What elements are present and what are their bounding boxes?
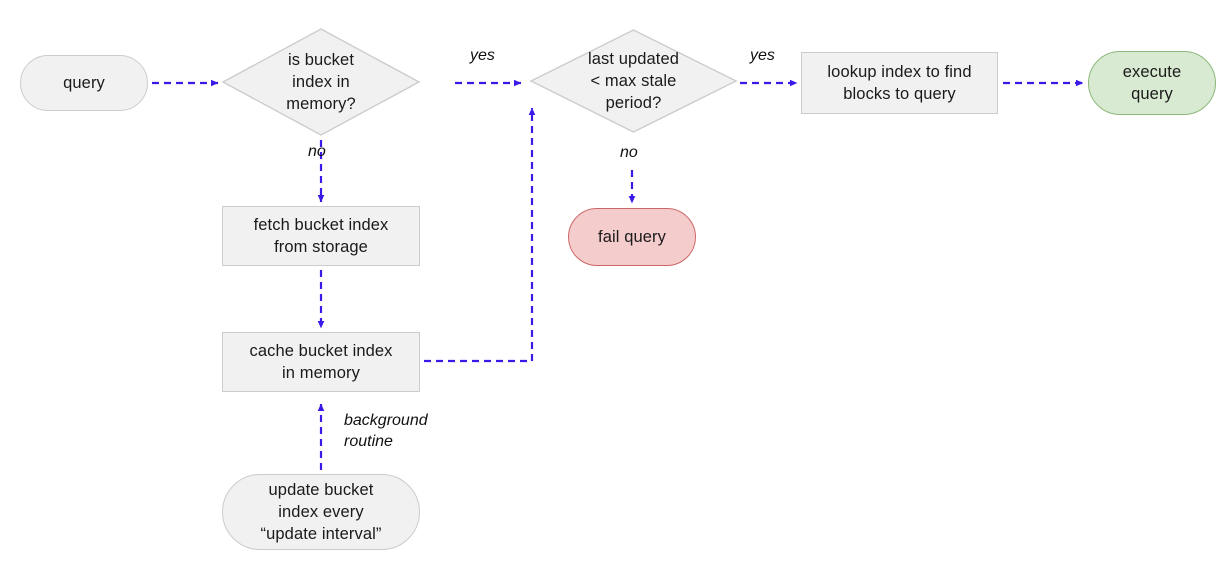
edge-cache-to-stale-check [424,107,536,363]
node-last-updated-max-stale-label: last updated < max stale period? [587,49,680,113]
node-fail-query[interactable]: fail query [568,208,696,266]
node-is-bucket-index-in-memory[interactable]: is bucket index in memory? [221,28,421,136]
node-execute-query[interactable]: execute query [1088,51,1216,115]
node-lookup-index-label: lookup index to find blocks to query [827,62,972,103]
node-execute-query-label: execute query [1122,62,1182,103]
edge-label-no-memory: no [308,143,326,160]
node-last-updated-max-stale[interactable]: last updated < max stale period? [529,29,738,133]
node-lookup-index[interactable]: lookup index to find blocks to query [801,52,998,114]
node-update-bucket-index[interactable]: update bucket index every “update interv… [222,474,420,550]
edge-label-no-stale: no [620,144,638,161]
node-is-bucket-index-in-memory-label: is bucket index in memory? [286,50,356,114]
diamond-shape [221,28,421,136]
edge-label-yes-stale: yes [750,47,775,64]
node-query[interactable]: query [20,55,148,111]
node-query-label: query [63,73,105,92]
diamond-shape [529,29,738,133]
node-fail-query-label: fail query [598,227,666,246]
edge-label-yes-memory: yes [470,47,495,64]
node-cache-bucket-index-label: cache bucket index in memory [249,341,393,382]
node-update-bucket-index-label: update bucket index every “update interv… [260,480,382,544]
node-fetch-bucket-index[interactable]: fetch bucket index from storage [222,206,420,266]
node-cache-bucket-index[interactable]: cache bucket index in memory [222,332,420,392]
edge-label-background-routine: background routine [344,412,428,450]
node-fetch-bucket-index-label: fetch bucket index from storage [253,215,389,256]
